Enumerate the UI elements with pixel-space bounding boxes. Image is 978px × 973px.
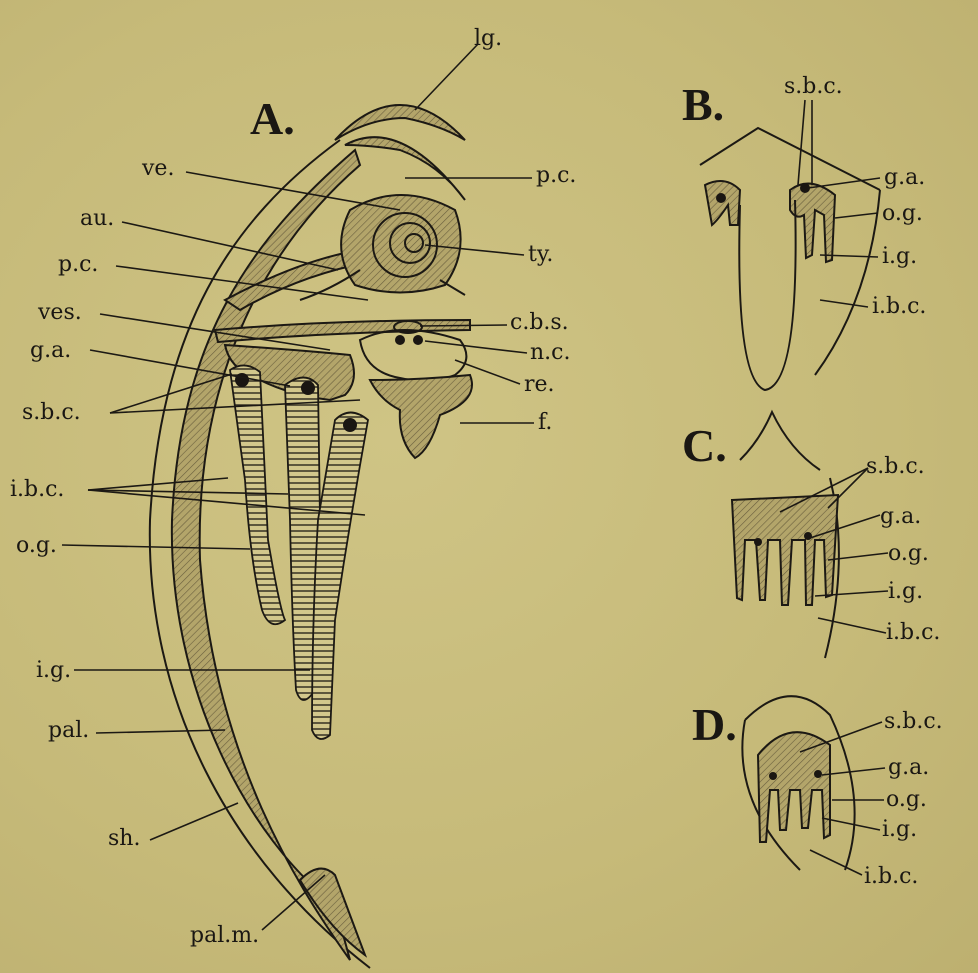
figure-d-drawing [742,696,885,875]
c-label-ibc: i.b.c. [886,622,940,644]
c-label-og: o.g. [888,543,929,565]
b-gill-right [790,184,835,262]
figure-b-title: B. [682,82,724,128]
label-palm: pal.m. [190,925,259,947]
b-label-sbc: s.b.c. [784,76,843,98]
label-au: au. [80,208,114,230]
d-gill-block [758,732,830,842]
label-cbs: c.b.s. [510,312,569,334]
d-label-sbc: s.b.c. [884,711,943,733]
nerve-cord-dot-1 [395,335,405,345]
figure-c-title: C. [682,423,727,469]
figure-b-drawing [700,100,880,390]
d-label-ibc: i.b.c. [864,866,918,888]
label-re: re. [524,374,555,396]
b-gill-left [705,181,740,225]
pallial-muscle [300,869,365,955]
d-label-ig: i.g. [882,819,917,841]
figure-a-title: A. [250,96,295,142]
label-sh: sh. [108,828,140,850]
label-pal: pal. [48,720,89,742]
ga-dot-1 [235,373,249,387]
d-label-og: o.g. [886,789,927,811]
figure-d-title: D. [692,702,737,748]
ligament-cap [335,105,465,140]
foot [370,375,472,458]
label-ves: ves. [38,302,82,324]
d-label-ga: g.a. [888,757,929,779]
label-og: o.g. [16,535,57,557]
b-label-og: o.g. [882,203,923,225]
figure-c-drawing [732,412,888,658]
c-gill-block [732,495,838,605]
b-foot-outline [739,200,795,390]
b-label-ga: g.a. [884,167,925,189]
nerve-cord-dot-2 [413,335,423,345]
label-ibc: i.b.c. [10,479,64,501]
gill-3 [312,413,368,740]
ty-duct [440,280,465,295]
label-ga: g.a. [30,340,71,362]
pericardial-roof [345,137,465,200]
label-ty: ty. [528,244,553,266]
label-ig: i.g. [36,660,71,682]
renal-organ [360,330,466,381]
c-top-outline [740,412,820,470]
c-label-ga: g.a. [880,506,921,528]
label-pc-left: p.c. [58,254,98,276]
label-sbc: s.b.c. [22,402,81,424]
b-label-ig: i.g. [882,246,917,268]
ventricle-heart [341,195,461,293]
c-label-sbc: s.b.c. [866,456,925,478]
b-top-outline [700,128,880,190]
label-f: f. [538,412,552,434]
label-nc: n.c. [530,342,570,364]
c-label-ig: i.g. [888,581,923,603]
label-pc-top: p.c. [536,165,576,187]
ga-dot-2 [301,381,315,395]
b-label-ibc: i.b.c. [872,296,926,318]
label-lg: lg. [474,28,502,50]
ga-dot-3 [343,418,357,432]
label-ve: ve. [142,158,174,180]
